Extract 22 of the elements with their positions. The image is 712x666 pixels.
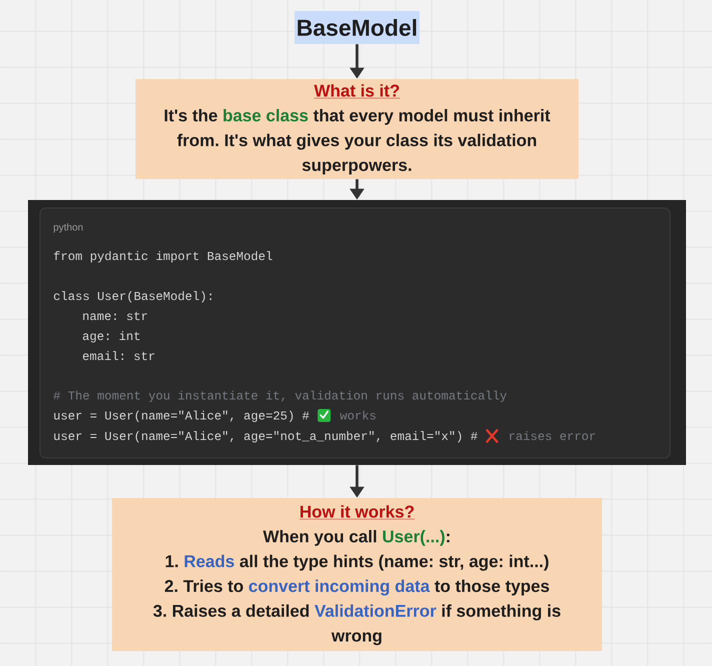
box-heading: How it works? xyxy=(299,505,415,520)
box-text: When you call User(...): xyxy=(263,530,450,546)
code-line: name: str xyxy=(83,312,147,320)
box-heading: What is it? xyxy=(314,84,400,98)
info-box xyxy=(136,79,578,179)
language-label: python xyxy=(54,223,83,233)
list-item: 2. Tries to convert incoming data to those types xyxy=(164,580,549,596)
code-line: from pydantic import BaseModel xyxy=(54,251,272,263)
info-box xyxy=(112,498,602,651)
code-line: user = User(name="Alice", age=25) # xyxy=(54,410,310,422)
comment-text: works xyxy=(340,410,376,420)
list-item: 1. Reads all the type hints (name: str, age: int...) xyxy=(166,554,548,571)
title-box: BaseModel xyxy=(294,11,420,44)
list-item: 3. Raises a detailed ValidationError if something is wrong xyxy=(153,604,560,646)
code-line: age: int xyxy=(82,331,140,343)
box-text: It's the base class that every model must inherit from. It's what gives your class its validation superpowers. xyxy=(164,109,550,174)
code-comment: # The moment you instantiate it, validation runs automatically xyxy=(54,390,507,402)
code-line: email: str xyxy=(83,351,154,360)
code-line: class User(BaseModel): xyxy=(54,291,212,303)
comment-text: raises error xyxy=(510,431,595,440)
code-line: user = User(name="Alice", age="not_a_number", email="x") # xyxy=(54,431,478,443)
code-block xyxy=(28,200,686,465)
